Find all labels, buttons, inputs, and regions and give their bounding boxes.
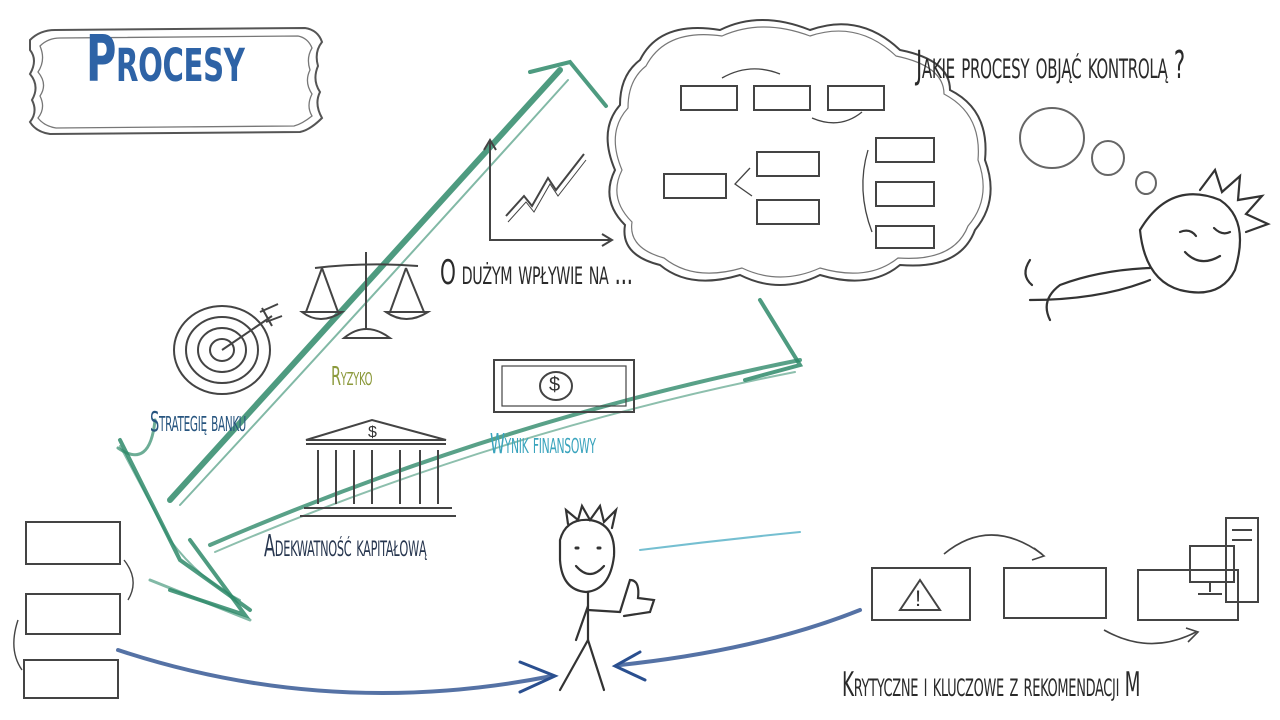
thought-bubbles — [1019, 107, 1157, 195]
bank-icon — [300, 418, 456, 517]
computer-icon — [1189, 517, 1259, 603]
blue-arrows — [116, 608, 862, 695]
financial-result-label: Wynik finansowy — [490, 427, 596, 460]
happy-person-icon — [558, 503, 656, 692]
growth-chart-icon — [483, 138, 614, 247]
process-cloud — [606, 19, 992, 286]
target-icon — [173, 303, 283, 395]
dollar-sign-icon: $ — [549, 374, 561, 396]
warning-icon: ! — [915, 586, 922, 611]
thinking-person-icon — [1024, 167, 1271, 322]
bank-dollar-icon: $ — [368, 424, 377, 441]
page-title: Procesy — [86, 23, 245, 97]
title-banner — [28, 26, 324, 136]
risk-label: Ryzyko — [331, 362, 373, 392]
scales-icon — [299, 252, 432, 339]
critical-processes-label: Krytyczne i kluczowe z rekomendacji M — [842, 665, 1141, 705]
strategy-label: Strategię banku — [150, 405, 246, 438]
critical-process-row — [871, 534, 1239, 645]
question-text: Jakie procesy objąć kontrolą ? — [916, 43, 1185, 87]
green-arrows — [116, 59, 804, 622]
left-process-boxes — [13, 521, 134, 699]
money-bill-icon — [493, 359, 635, 413]
capital-adequacy-label: Adekwatność kapitałową — [264, 529, 427, 564]
impact-text: O dużym wpływie na ... — [440, 253, 633, 293]
